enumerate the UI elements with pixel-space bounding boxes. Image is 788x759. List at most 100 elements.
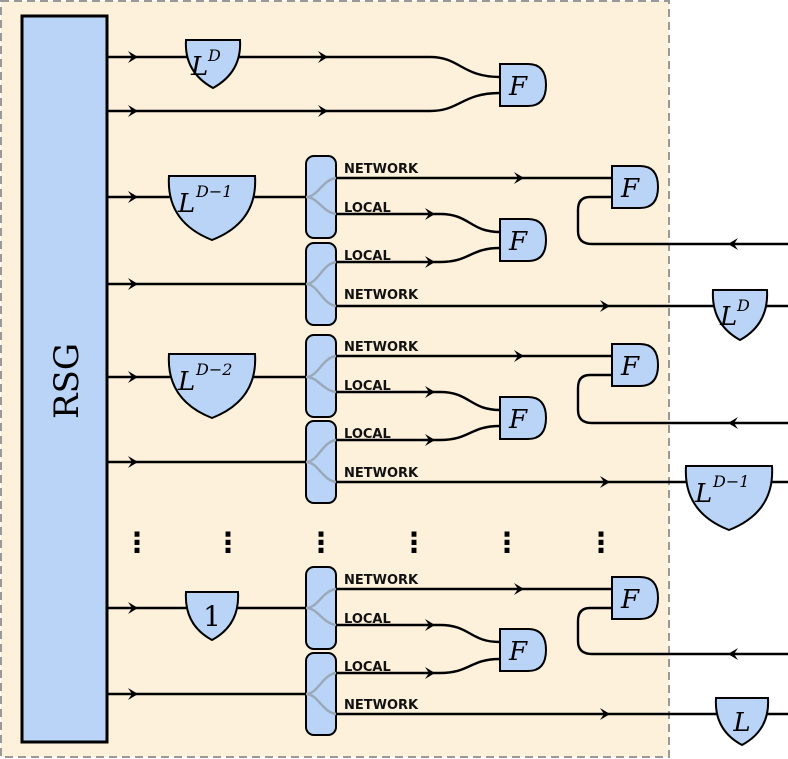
wire-b-local (336, 246, 501, 264)
arrow-right (128, 456, 138, 468)
wires (107, 55, 788, 716)
label-network: NETWORK (344, 698, 419, 713)
wire-e-return (576, 606, 788, 656)
arrow-right (425, 434, 435, 446)
wire-a-return (576, 195, 788, 246)
splitters (305, 155, 337, 736)
fusion-gate: F (611, 343, 660, 387)
operator-l-right: L (714, 697, 770, 747)
arrow-left (728, 417, 738, 429)
label-network: NETWORK (344, 573, 419, 588)
svg-text:F: F (508, 72, 528, 102)
svg-text:D: D (736, 296, 750, 315)
wire-top-1 (107, 55, 501, 79)
wire-c-local (336, 390, 501, 412)
arrow-left (728, 238, 738, 250)
vertical-ellipsis: ⋮ (587, 526, 615, 559)
label-local: LOCAL (344, 612, 391, 627)
splitter-d (305, 420, 337, 504)
vertical-ellipsis: ⋮ (493, 526, 521, 559)
wire-a-local (336, 212, 501, 234)
fusion-gate: F (499, 396, 548, 440)
wire-c-return (576, 373, 788, 425)
operator-one: 1 (184, 591, 240, 642)
label-network: NETWORK (344, 466, 419, 481)
label-network: NETWORK (344, 288, 419, 303)
label-local: LOCAL (344, 249, 391, 264)
arrow-right (128, 602, 138, 614)
rsg-label: RSG (47, 343, 87, 419)
vertical-ellipsis: ⋮ (123, 526, 151, 559)
splitter-c (305, 334, 337, 418)
svg-text:L: L (177, 189, 195, 219)
splitter-f (305, 652, 337, 736)
vertical-ellipsis: ⋮ (400, 526, 428, 559)
wire-e-local (336, 623, 501, 644)
operator-ld1: L D−1 (167, 175, 257, 242)
arrow-left (728, 648, 738, 660)
arrow-right (128, 191, 138, 203)
arrow-right (600, 476, 610, 488)
svg-text:1: 1 (203, 600, 221, 633)
svg-text:L: L (694, 479, 712, 509)
arrow-right (600, 708, 610, 720)
arrow-right (600, 300, 610, 312)
vertical-ellipsis: ⋮ (214, 526, 242, 559)
svg-text:L: L (190, 52, 208, 82)
rsg-block (20, 14, 109, 744)
operator-ld2: L D−2 (167, 353, 257, 420)
fusion-gates: F F F F F F F (499, 63, 660, 672)
wire-f-local (336, 657, 501, 675)
arrowheads (128, 51, 738, 720)
svg-text:L: L (177, 367, 195, 397)
label-local: LOCAL (344, 427, 391, 442)
arrow-right (425, 667, 435, 679)
label-local: LOCAL (344, 201, 391, 216)
svg-text:D: D (207, 46, 221, 65)
arrow-right (514, 172, 524, 184)
fusion-gate: F (499, 628, 548, 672)
arrow-right (128, 278, 138, 290)
fusion-gate: F (499, 218, 548, 262)
operator-ld-top: L D (184, 39, 242, 90)
svg-text:D−2: D−2 (195, 360, 232, 379)
fusion-gate: F (611, 576, 660, 620)
operator-ld1-right: L D−1 (684, 465, 774, 532)
label-network: NETWORK (344, 162, 419, 177)
arrow-right (128, 51, 138, 63)
fusion-gate: F (611, 165, 660, 209)
splitter-b (305, 242, 337, 326)
svg-text:D−1: D−1 (712, 472, 749, 491)
svg-text:L: L (719, 302, 737, 332)
arrow-right (514, 350, 524, 362)
arrow-right (318, 51, 328, 63)
arrow-right (425, 256, 435, 268)
svg-text:F: F (508, 227, 528, 257)
ellipses: ⋮ ⋮ ⋮ ⋮ ⋮ ⋮ (123, 526, 615, 559)
svg-text:F: F (620, 352, 640, 382)
arrow-right (128, 371, 138, 383)
wire-d-local (336, 424, 501, 442)
wire-top-2 (107, 91, 501, 113)
vertical-ellipsis: ⋮ (307, 526, 335, 559)
arrow-right (514, 583, 524, 595)
operators: L D L D−1 L D−2 1 L D L D−1 (167, 39, 774, 747)
arrow-right (128, 105, 138, 117)
arrow-right (425, 208, 435, 220)
svg-text:F: F (620, 174, 640, 204)
arrow-right (128, 688, 138, 700)
splitter-a (305, 155, 337, 239)
label-local: LOCAL (344, 379, 391, 394)
arrow-right (318, 105, 328, 117)
svg-text:F: F (508, 405, 528, 435)
operator-ld-right: L D (711, 289, 769, 342)
splitter-labels: NETWORK LOCAL LOCAL NETWORK NETWORK LOCA… (344, 162, 419, 713)
splitter-e (305, 566, 337, 650)
label-network: NETWORK (344, 340, 419, 355)
svg-text:L: L (732, 708, 750, 738)
svg-text:F: F (620, 585, 640, 615)
arrow-right (425, 386, 435, 398)
svg-text:D−1: D−1 (195, 182, 232, 201)
label-local: LOCAL (344, 660, 391, 675)
